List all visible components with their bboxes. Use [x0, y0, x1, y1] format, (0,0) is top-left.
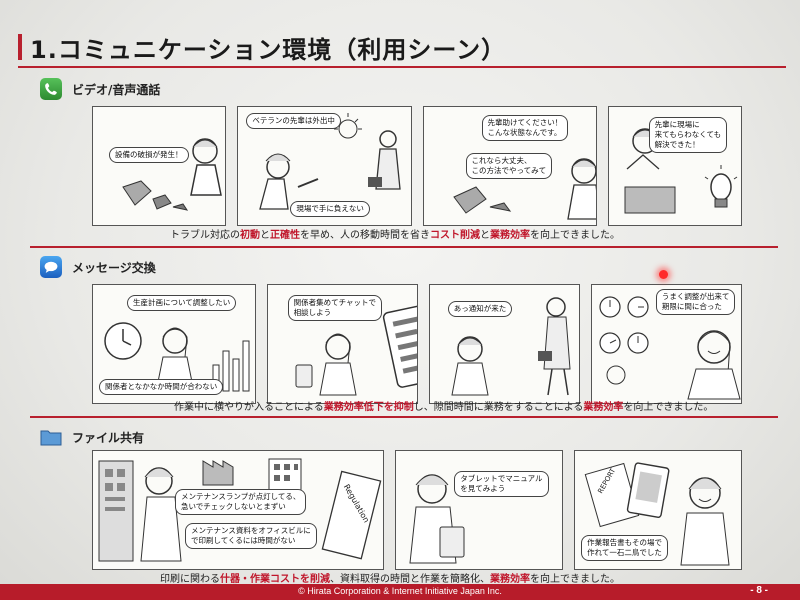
section-video-call-heading: ビデオ/音声通話 — [40, 78, 160, 100]
speech-bubble: 現場で手に負えない — [290, 201, 370, 217]
section-divider — [30, 416, 778, 418]
comic-panel: ベテランの先輩は外出中 現場で手に負えない — [237, 106, 412, 226]
section-caption: 印刷に関わる什器・作業コストを削減、資料取得の時間と作業を簡略化、業務効率を向上… — [160, 574, 620, 585]
speech-bubble: 先輩に現場に来てもらわなくても解決できた！ — [648, 117, 728, 153]
comic-panel: タブレットでマニュアルを見てみよう — [395, 450, 564, 570]
speech-bubble: 設備の破損が発生！ — [109, 147, 189, 163]
footer-bar: © Hirata Corporation & Internet Initiati… — [0, 584, 800, 600]
comic-strip-file-share: メンテナンスランプが点灯してる、急いでチェックしないとまずい メンテナンス資料を… — [92, 450, 742, 570]
speech-bubble: 関係者集めてチャットで相談しよう — [287, 295, 383, 321]
speech-bubble: うまく調整が出来て期限に間に合った — [655, 289, 736, 315]
slide-title: 1.コミュニケーション環境（利用シーン） — [30, 36, 507, 64]
comic-panel: 生産計画について調整したい 関係者となかなか時間が合わない — [92, 284, 256, 404]
section-heading-label: メッセージ交換 — [72, 260, 156, 275]
title-underline — [18, 66, 786, 68]
speech-bubble: ベテランの先輩は外出中 — [246, 113, 341, 129]
copyright-text: © Hirata Corporation & Internet Initiati… — [298, 586, 502, 596]
chat-bubble-icon — [40, 256, 62, 278]
comic-panel: 先輩助けてください！こんな状態なんです。 これなら大丈夫、この方法でやってみて — [422, 106, 597, 226]
section-heading-label: ビデオ/音声通話 — [72, 82, 161, 97]
comic-panel: あっ通知が来た — [428, 284, 580, 404]
section-message-heading: メッセージ交換 — [40, 256, 156, 278]
folder-icon — [40, 426, 62, 448]
comic-strip-message: 生産計画について調整したい 関係者となかなか時間が合わない 関係者集めてチャット… — [92, 284, 742, 404]
section-file-share-heading: ファイル共有 — [40, 426, 144, 448]
section-heading-label: ファイル共有 — [72, 430, 145, 445]
title-accent-mark — [18, 34, 22, 60]
comic-panel: うまく調整が出来て期限に間に合った — [590, 284, 742, 404]
comic-panel: 関係者集めてチャットで相談しよう — [266, 284, 418, 404]
speech-bubble: 関係者となかなか時間が合わない — [99, 379, 224, 395]
comic-panel: 先輩に現場に来てもらわなくても解決できた！ — [607, 106, 742, 226]
speech-bubble: 先輩助けてください！こんな状態なんです。 — [481, 115, 569, 141]
speech-bubble: メンテナンスランプが点灯してる、急いでチェックしないとまずい — [175, 489, 307, 515]
page-number: - 8 - — [750, 585, 768, 596]
speech-bubble: タブレットでマニュアルを見てみよう — [454, 471, 549, 497]
section-caption: トラブル対応の初動と正確性を早め、人の移動時間を省きコスト削減と業務効率を向上で… — [170, 230, 620, 241]
comic-panel: 設備の破損が発生！ — [92, 106, 227, 226]
section-caption: 作業中に横やりが入ることによる業務効率低下を抑制し、隙間時間に業務をすることによ… — [174, 402, 714, 413]
comic-panel: メンテナンスランプが点灯してる、急いでチェックしないとまずい メンテナンス資料を… — [92, 450, 385, 570]
speech-bubble: あっ通知が来た — [447, 301, 513, 317]
speech-bubble: 作業報告書もその場で作れて一石二鳥でした — [581, 535, 668, 561]
section-divider — [30, 246, 778, 248]
speech-bubble: メンテナンス資料をオフィスビルにで印刷してくるには時間がない — [185, 523, 317, 549]
comic-strip-video-call: 設備の破損が発生！ ベテランの先輩は外出中 現場で手に負えない — [92, 106, 742, 226]
phone-icon — [40, 78, 62, 100]
laser-pointer-dot — [659, 270, 668, 279]
speech-bubble: これなら大丈夫、この方法でやってみて — [465, 153, 553, 179]
speech-bubble: 生産計画について調整したい — [127, 295, 237, 311]
comic-panel: REPORT 作業報告書もその場で作れて一石二鳥でした — [574, 450, 742, 570]
